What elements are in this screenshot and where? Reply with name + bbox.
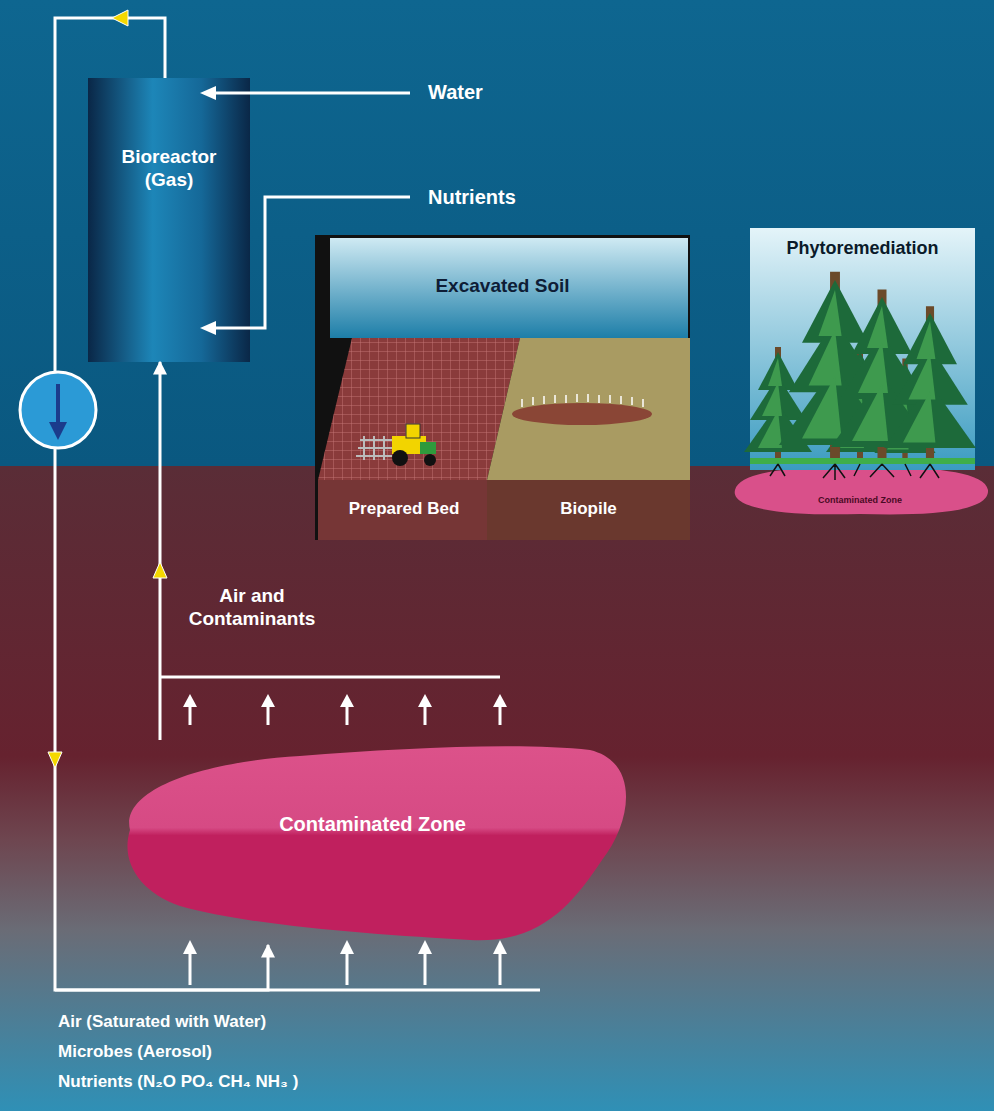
node-text: Bioreactor (Gas) bbox=[109, 146, 229, 192]
soil-ground bbox=[0, 466, 994, 1111]
collector-pipe bbox=[160, 676, 500, 679]
roots bbox=[770, 464, 939, 480]
pipe-connector bbox=[159, 362, 162, 740]
node-text: Phytoremediation bbox=[786, 238, 938, 260]
soil-front-face bbox=[318, 480, 690, 540]
input-label: Water bbox=[428, 80, 483, 104]
injection-pipe bbox=[55, 989, 540, 992]
injection-arrows bbox=[190, 952, 500, 985]
contaminated-zone-blob bbox=[127, 746, 626, 940]
node-text: Biopile bbox=[560, 499, 617, 519]
bioreactor-tank bbox=[88, 78, 250, 362]
pump-symbol bbox=[20, 372, 96, 448]
node-text: Prepared Bed bbox=[349, 499, 460, 519]
nutrient-line bbox=[214, 197, 410, 328]
injection-label: Microbes (Aerosol) bbox=[58, 1042, 212, 1062]
panel-sky bbox=[330, 238, 688, 338]
prepared-bed-surface bbox=[318, 338, 520, 480]
collector-arrows bbox=[190, 704, 500, 725]
injection-label: Nutrients (N₂O PO₄ CH₄ NH₃ ) bbox=[58, 1072, 298, 1092]
root-contaminated-zone: Contaminated Zone bbox=[745, 484, 975, 508]
trees bbox=[744, 272, 976, 462]
biopile-mound bbox=[512, 403, 652, 425]
arrowheads bbox=[183, 86, 507, 954]
biopile-vents bbox=[522, 394, 643, 407]
phytoremediation-panel: Phytoremediation bbox=[750, 228, 975, 470]
node-text: Excavated Soil bbox=[435, 275, 569, 298]
water-line bbox=[214, 92, 410, 95]
prepared-bed: Prepared Bed bbox=[318, 480, 490, 540]
excavated-soil-panel: Excavated SoilPrepared Bed Biopile bbox=[315, 235, 690, 540]
injection-label: Air (Saturated with Water) bbox=[58, 1012, 266, 1032]
input-label: Nutrients bbox=[428, 185, 516, 209]
biopile-surface bbox=[487, 338, 690, 480]
node-text: Contaminated Zone bbox=[818, 495, 902, 506]
node-text: Contaminated Zone bbox=[279, 812, 466, 836]
biopile: Biopile bbox=[487, 480, 690, 540]
contaminated-zone: Contaminated Zone bbox=[120, 740, 625, 945]
root-zone-blob bbox=[735, 468, 988, 515]
flow-label: Air and Contaminants bbox=[182, 585, 322, 631]
tractor bbox=[356, 424, 436, 466]
feed-lines bbox=[55, 93, 540, 990]
excavated-soil-panel bbox=[315, 235, 690, 540]
bioreactor-tank: Bioreactor (Gas) bbox=[88, 78, 250, 362]
prepared-bed-rows bbox=[318, 338, 520, 480]
grass bbox=[750, 458, 975, 464]
pipe-connector bbox=[55, 18, 268, 990]
